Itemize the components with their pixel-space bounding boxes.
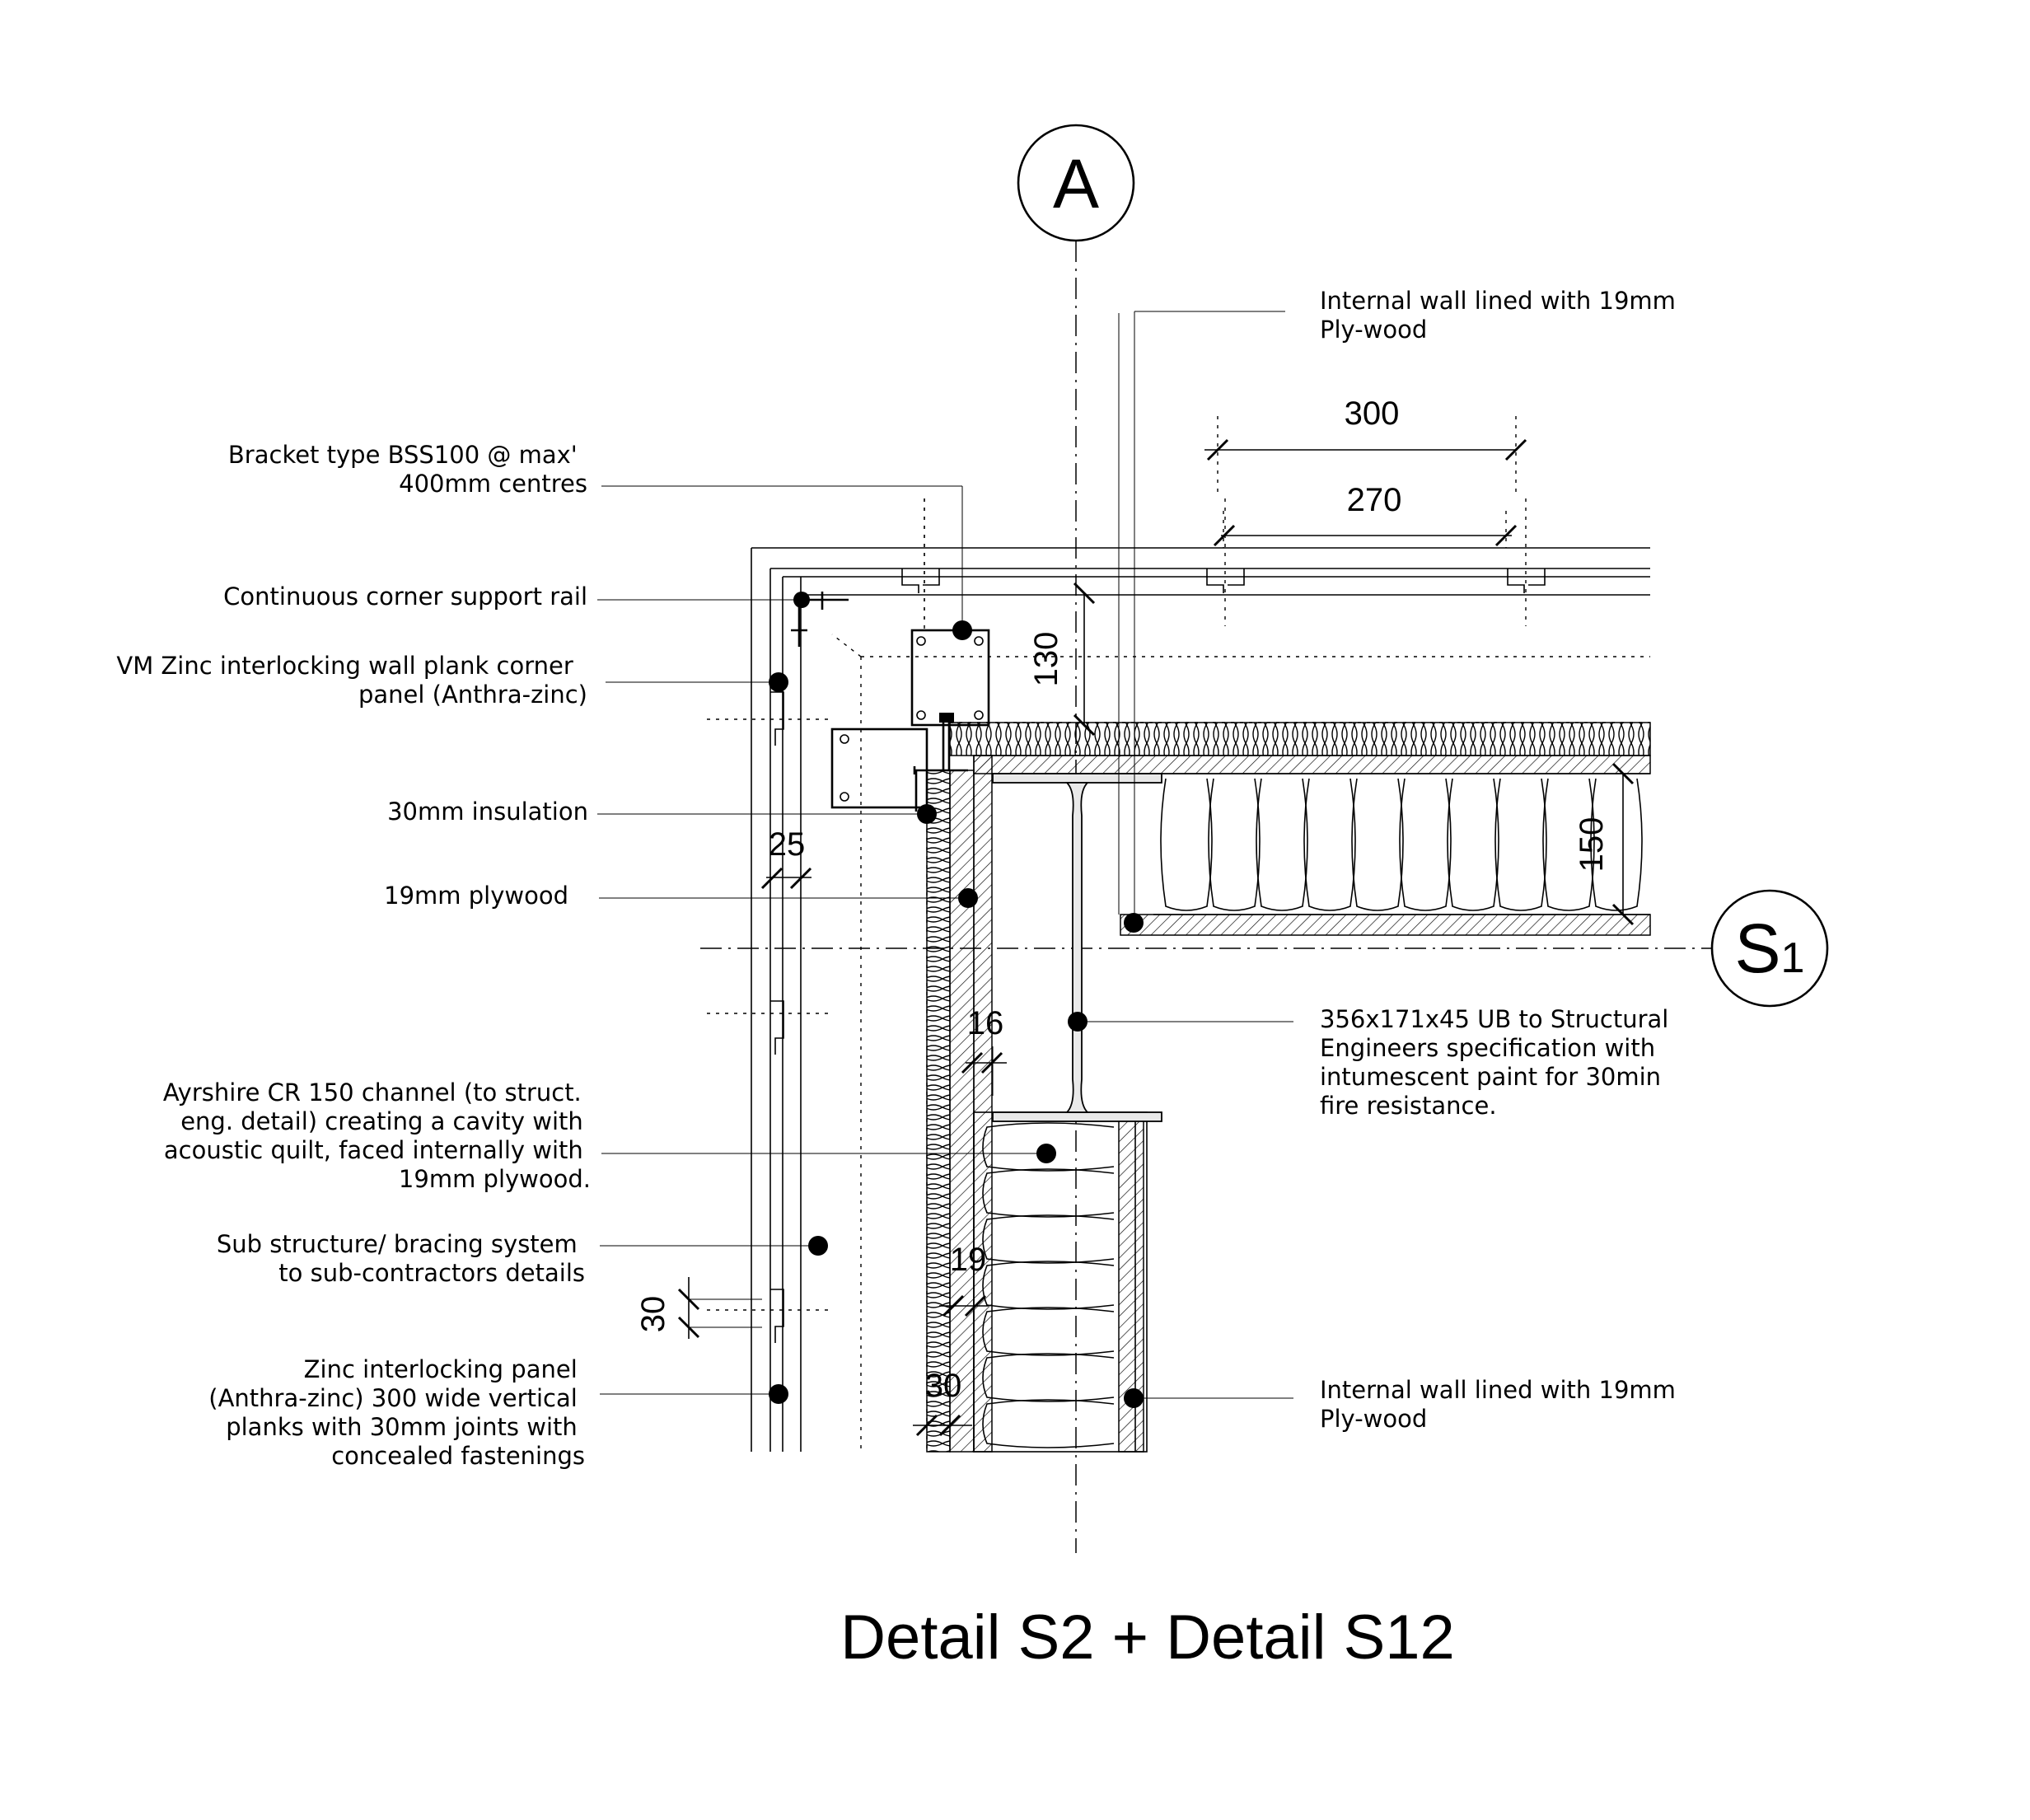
dim-300: 300 [1204, 395, 1527, 494]
dim-150: 150 [1574, 762, 1635, 926]
roof-quilt-loop [1590, 778, 1643, 911]
wall-quilt-loop [982, 1399, 1115, 1448]
note-corner-panel: VM Zinc interlocking wall plank corner p… [116, 652, 587, 709]
grid-a-label: A [1053, 145, 1099, 222]
dim-25-label: 25 [769, 826, 806, 863]
dim-150-label: 150 [1574, 817, 1610, 873]
roof-quilt-loop [1542, 778, 1595, 911]
wall-acoustic-quilt [973, 1111, 1148, 1453]
wall-plywood-layer [949, 770, 975, 1453]
roof-quilt-loop [1208, 778, 1261, 911]
dim-19-label: 19 [950, 1242, 987, 1278]
dim-30-horizontal: 30 [913, 1368, 972, 1437]
wall-quilt-loop [982, 1353, 1115, 1402]
wall-quilt-loop [982, 1214, 1115, 1264]
leaders [597, 311, 1293, 1408]
note-insulation: 30mm insulation [387, 798, 588, 826]
zinc-cladding-top [751, 498, 1650, 1452]
grid-s1: S1 [700, 889, 1829, 1008]
dim-300-label: 300 [1345, 395, 1400, 432]
note-ub-beam: 356x171x45 UB to Structural Engineers sp… [1320, 1005, 1677, 1120]
dim-30-horizontal-label: 30 [925, 1368, 962, 1404]
wall-quilt-loop [982, 1122, 1115, 1172]
grid-s1-label: S1 [1735, 910, 1805, 987]
wall-insulation-layer [926, 729, 951, 1453]
dim-30-vertical-label: 30 [635, 1296, 671, 1333]
dim-30-vertical: 30 [635, 1277, 762, 1339]
roof-acoustic-quilt [1120, 773, 1651, 936]
note-internal-wall-top: Internal wall lined with 19mm Ply-wood [1320, 287, 1683, 344]
roof-quilt-loop [1256, 778, 1308, 911]
dim-270-label: 270 [1347, 482, 1402, 518]
note-zinc-panel: Zinc interlocking panel (Anthra-zinc) 30… [208, 1355, 585, 1470]
wall-quilt-loop [982, 1261, 1115, 1310]
wall-quilt-loop [982, 1307, 1115, 1356]
corner-support-rail [791, 592, 849, 647]
roof-quilt-loop [1303, 778, 1356, 911]
ub-steel-beam [992, 313, 1162, 1122]
dim-130-label: 130 [1028, 632, 1064, 687]
grid-a: A [1017, 124, 1135, 1553]
wall-quilt-loop [982, 1168, 1115, 1218]
drawing-title: Detail S2 + Detail S12 [840, 1602, 1455, 1673]
note-channel: Ayrshire CR 150 channel (to struct. eng.… [163, 1078, 591, 1193]
roof-insulation-layer [949, 722, 1651, 756]
roof-quilt-loop [1351, 778, 1404, 911]
roof-quilt-loop [1494, 778, 1547, 911]
dim-130: 130 [1028, 582, 1096, 737]
dim-19: 19 [939, 1242, 989, 1317]
zinc-cladding-wall [707, 548, 832, 1452]
roof-quilt-loop [1447, 778, 1499, 911]
roof-quilt-loop [1160, 778, 1213, 911]
dim-16-label: 16 [967, 1005, 1004, 1041]
note-plywood: 19mm plywood [384, 882, 568, 910]
note-internal-wall-bottom: Internal wall lined with 19mm Ply-wood [1320, 1376, 1683, 1433]
dim-25: 25 [760, 826, 812, 890]
dim-270: 270 [1213, 482, 1518, 548]
note-bracket: Bracket type BSS100 @ max' 400mm centres [228, 441, 587, 498]
roof-quilt-loop [1399, 778, 1452, 911]
dim-16: 16 [961, 1005, 1007, 1096]
note-corner-rail: Continuous corner support rail [223, 582, 587, 611]
note-substructure: Sub structure/ bracing system to sub-con… [217, 1230, 585, 1287]
